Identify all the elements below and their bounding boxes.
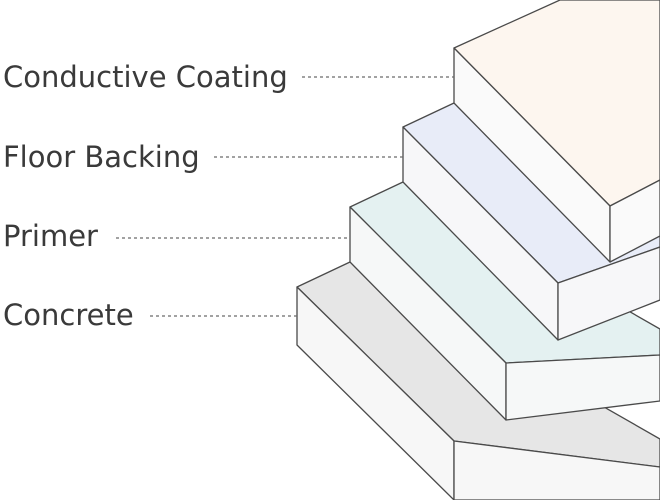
conductive-coating-block [453,0,660,263]
primer-label: Primer [3,219,98,253]
primer-side-face [505,354,660,421]
concrete-front-face [296,286,455,500]
concrete-label: Concrete [3,298,134,332]
floor-backing-label: Floor Backing [3,140,200,174]
conductive-coating-label: Conductive Coating [3,60,288,94]
conductive-coating-side-face [609,179,660,263]
floor-backing-side-face [557,246,660,341]
concrete-side-face [453,440,660,500]
